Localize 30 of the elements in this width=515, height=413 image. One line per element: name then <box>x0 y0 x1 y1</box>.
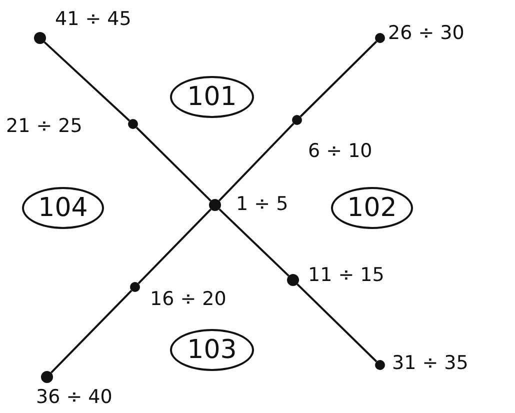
line-segment <box>218 208 290 277</box>
number-oval: 104 <box>22 187 104 229</box>
range-label: 31 ÷ 35 <box>392 352 468 374</box>
junction-dot <box>41 371 53 383</box>
junction-dot <box>375 33 385 43</box>
number-oval: 101 <box>170 76 254 118</box>
range-label: 41 ÷ 45 <box>55 8 132 30</box>
junction-dot <box>128 119 138 129</box>
number-oval: 103 <box>170 329 254 371</box>
range-label: 21 ÷ 25 <box>6 115 82 137</box>
line-segment <box>138 208 212 284</box>
junction-dot <box>287 274 299 286</box>
line-segment <box>300 40 378 118</box>
range-label: 1 ÷ 5 <box>236 193 288 215</box>
line-segment <box>296 283 378 362</box>
range-label: 36 ÷ 40 <box>36 386 112 408</box>
junction-dot <box>209 199 221 211</box>
number-oval: 102 <box>331 187 413 229</box>
junction-dot <box>130 282 140 292</box>
line-segment <box>218 122 294 202</box>
range-label: 16 ÷ 20 <box>150 288 226 310</box>
line-segment <box>50 290 132 374</box>
line-segment <box>44 41 130 122</box>
range-label: 6 ÷ 10 <box>308 140 372 162</box>
junction-dot <box>34 32 46 44</box>
junction-dot <box>375 360 385 370</box>
range-label: 11 ÷ 15 <box>308 264 384 286</box>
junction-dot <box>292 115 302 125</box>
range-label: 26 ÷ 30 <box>388 22 464 44</box>
line-segment <box>136 126 212 202</box>
